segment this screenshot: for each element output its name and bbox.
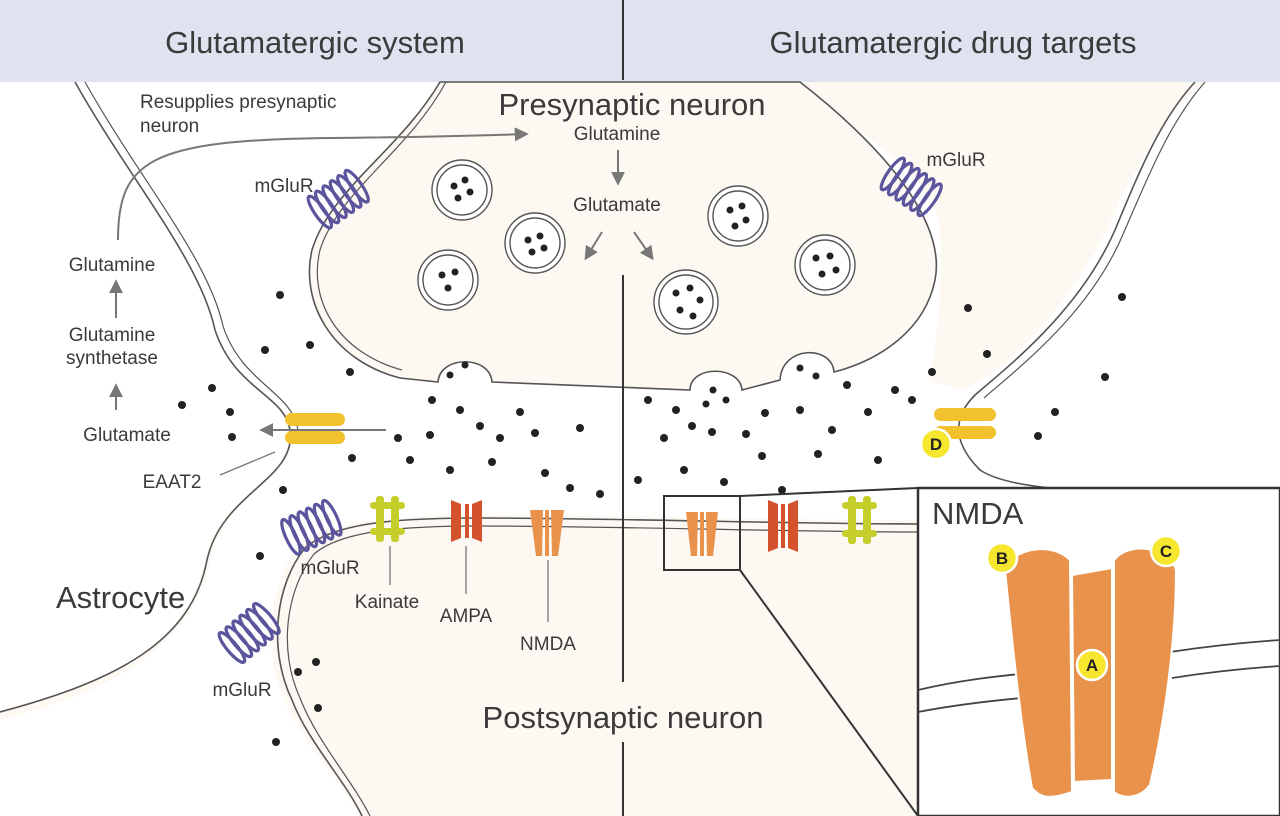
mglur-receptor-1 xyxy=(306,168,370,230)
header-left-title: Glutamatergic system xyxy=(165,25,465,60)
mglur-receptor-2 xyxy=(879,156,943,218)
inset-nmda-subunit-left xyxy=(1003,548,1074,798)
mglur-label-1: mGluR xyxy=(254,176,313,197)
kainate-receptor-right xyxy=(842,496,877,544)
presynaptic-membrane xyxy=(308,81,938,392)
inset-membrane-top xyxy=(917,639,1280,691)
inset-membrane-bottom xyxy=(917,665,1280,713)
mglur-label-4: mGluR xyxy=(212,680,271,701)
resupplies-label-line2: neuron xyxy=(140,116,199,137)
badge-a: A xyxy=(1075,648,1109,682)
synaptic-vesicles xyxy=(417,159,856,335)
presynaptic-membrane-inner xyxy=(316,81,447,371)
resupplies-label-line1: Resupplies presynaptic xyxy=(140,92,336,113)
ampa-receptor-right xyxy=(768,500,798,552)
kainate-receptor xyxy=(370,496,405,542)
header-bar xyxy=(0,0,1280,82)
glutamine-left-label: Glutamine xyxy=(69,255,156,276)
svg-text:C: C xyxy=(1160,542,1172,561)
glutamate-left-label: Glutamate xyxy=(83,425,171,446)
vesicle-glutamate-dots xyxy=(438,176,840,320)
astrocyte-label: Astrocyte xyxy=(56,580,185,615)
nmda-receptor xyxy=(530,510,564,556)
mglur-label-2: mGluR xyxy=(926,150,985,171)
svg-text:D: D xyxy=(930,435,942,454)
badge-c: C xyxy=(1149,534,1183,568)
kainate-label: Kainate xyxy=(355,592,419,613)
mglur-receptor-3 xyxy=(280,498,343,556)
eaat2-transporter xyxy=(285,413,345,444)
synthetase-label-line1: Glutamine xyxy=(69,325,156,346)
ampa-label: AMPA xyxy=(440,606,493,627)
mglur-label-3: mGluR xyxy=(300,558,359,579)
postsynaptic-label: Postsynaptic neuron xyxy=(483,700,764,735)
svg-text:B: B xyxy=(996,549,1008,568)
receptor-leader-lines xyxy=(219,451,549,622)
inset-title: NMDA xyxy=(932,496,1024,531)
synthetase-label-line2: synthetase xyxy=(66,348,158,369)
extracellular-left xyxy=(0,82,289,710)
badge-d: D xyxy=(919,427,953,461)
glutamate-top-label: Glutamate xyxy=(573,195,661,216)
glutamine-top-label: Glutamine xyxy=(574,124,661,145)
astrocyte-membrane-inner xyxy=(84,81,299,431)
svg-text:A: A xyxy=(1086,656,1098,675)
eaat2-label: EAAT2 xyxy=(143,472,202,493)
flow-arrows xyxy=(109,127,654,437)
presynaptic-label: Presynaptic neuron xyxy=(498,87,765,122)
header-right-title: Glutamatergic drug targets xyxy=(769,25,1136,60)
glutamate-dots xyxy=(178,291,1126,746)
astrocyte-membrane-right-inner xyxy=(983,81,1206,399)
ampa-receptor xyxy=(451,500,482,542)
nmda-inset xyxy=(916,486,1280,816)
inset-connector xyxy=(663,487,919,816)
nmda-receptor-right xyxy=(686,512,718,556)
badge-b: B xyxy=(985,541,1019,575)
nmda-label: NMDA xyxy=(520,634,576,655)
mglur-receptor-4 xyxy=(217,602,281,665)
